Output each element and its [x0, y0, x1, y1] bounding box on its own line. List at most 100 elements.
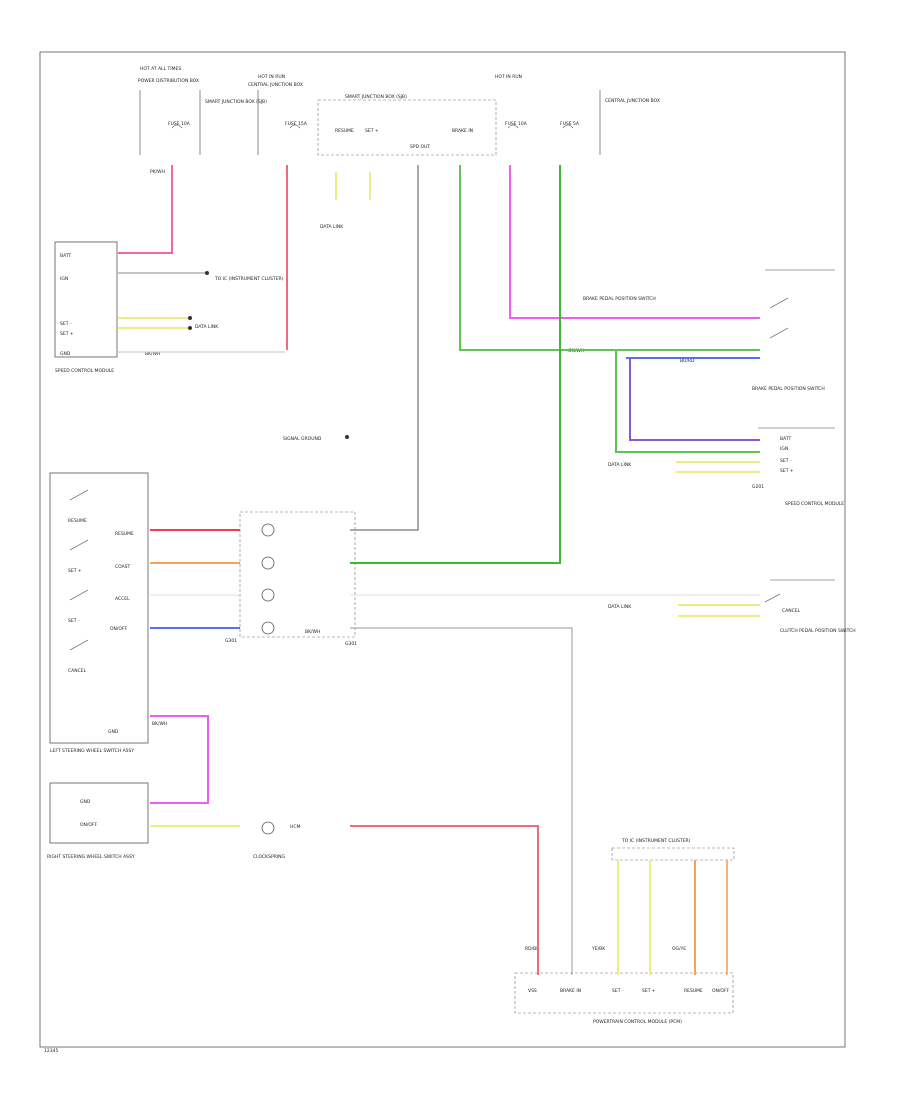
- wires: [118, 165, 760, 975]
- pcm-pin-vss: VSS: [528, 988, 537, 994]
- wire-yellow-sjb-stubs: [335, 172, 371, 200]
- left-fuse-bracket: [139, 90, 201, 155]
- lsw-title: LEFT STEERING WHEEL SWITCH ASSY: [50, 748, 134, 754]
- scm-gnd-label: GND: [60, 351, 71, 357]
- sjb-inner-label: SMART JUNCTION BOX (SJB): [345, 94, 407, 100]
- central-junction-label: CENTRAL JUNCTION BOX: [248, 82, 303, 88]
- lsw-box: [49, 472, 149, 744]
- deact-title: SPEED CONTROL MODULE: [785, 501, 844, 507]
- bps-wire-bu: BU/RD: [680, 358, 695, 364]
- clockspring-contact-4: [261, 621, 275, 635]
- splice-label-top: DATA LINK: [320, 224, 344, 230]
- lsw-pin-coast: COAST: [115, 564, 131, 570]
- pcm-wire-rdbk: RD/BK: [525, 946, 540, 952]
- clockspring-contact-1: [261, 523, 275, 537]
- fuse-r2-label: FUSE 5A: [560, 121, 580, 127]
- mid-fuse-bracket: [257, 90, 601, 155]
- clutch-title: CLUTCH PEDAL POSITION SWITCH: [780, 628, 856, 634]
- splice-dot-a: [188, 316, 192, 320]
- bps-left-label: BRAKE PEDAL POSITION SWITCH: [583, 296, 656, 302]
- brake-in-top-label: BRAKE IN: [452, 128, 473, 134]
- pcm-wire-og: OG/YE: [672, 946, 686, 952]
- fuse-left-symbol: [171, 124, 183, 129]
- clockspring-conn: G301: [345, 641, 357, 647]
- hot-in-run-right-label: HOT IN RUN: [495, 74, 522, 80]
- center-splice-label: SIGNAL GROUND: [283, 436, 322, 442]
- brake-pedal-switch-group: BRAKE PEDAL POSITION SWITCH BRAKE PEDAL …: [568, 269, 835, 392]
- clutch-switch-group: DATA LINK CANCEL CLUTCH PEDAL POSITION S…: [608, 579, 856, 634]
- hot-at-all-times-label: HOT AT ALL TIMES: [140, 66, 181, 72]
- rsw-pin-gnd: GND: [80, 799, 91, 805]
- left-steering-switch-group: RESUME SET + SET - CANCEL RESUME COAST A…: [49, 472, 167, 754]
- sjb-dash-box: [317, 99, 497, 156]
- wire-purple-deact: [629, 358, 760, 441]
- deact-pin1: BATT: [780, 436, 791, 442]
- bps-switch-contacts: [769, 297, 789, 339]
- deact-pin4: SET +: [780, 468, 794, 474]
- wire-red-vss: [350, 825, 539, 975]
- lsw-pin-accel: ACCEL: [115, 596, 130, 602]
- pcm-wire-ye: YE/BK: [591, 946, 606, 952]
- sjb-label: SMART JUNCTION BOX (SJB): [205, 99, 267, 105]
- clockspring-wire: BK/WH: [305, 629, 320, 635]
- splice-dot-c: [205, 271, 209, 275]
- wire-yellow-clutch: [678, 604, 760, 617]
- rsw-pin-onoff: ON/OFF: [80, 822, 98, 828]
- lsw-pin-resume: RESUME: [115, 531, 134, 537]
- wire-yellow-deact: [676, 461, 760, 473]
- lsw-pin-onoff: ON/OFF: [110, 626, 128, 632]
- clockspring-contact-3: [261, 588, 275, 602]
- lsw-set-plus: SET +: [68, 568, 82, 574]
- lsw-pin-gnd: GND: [108, 729, 119, 735]
- scm-batt-label: BATT: [60, 253, 71, 259]
- lsw-switch-contacts: [69, 489, 89, 651]
- scm-set-plus-label: SET +: [60, 331, 74, 337]
- scm-note-label: TO IC (INSTRUMENT CLUSTER): [214, 276, 284, 282]
- fuse-mid-label: FUSE 15A: [285, 121, 308, 127]
- pcm-pin-brake: BRAKE IN: [560, 988, 581, 994]
- clockspring-contact-2: [261, 556, 275, 570]
- center-splice-dot: [345, 435, 349, 439]
- rsw-clockspring-contact: [261, 821, 275, 835]
- wire-label-pk-wh: PK/WH: [150, 169, 165, 175]
- wire-green-brake: [459, 165, 760, 351]
- pcm-top-connector: [611, 847, 735, 861]
- resume-top-label: RESUME: [335, 128, 354, 134]
- wire-green-deact: [615, 350, 760, 453]
- clutch-pin: CANCEL: [782, 608, 801, 614]
- pcm-top-label: TO IC (INSTRUMENT CLUSTER): [621, 838, 691, 844]
- scm-set-minus-label: SET -: [60, 321, 72, 327]
- scm-splice-label: DATA LINK: [195, 324, 219, 330]
- fuse-left-label: FUSE 10A: [168, 121, 191, 127]
- fuse-r1-label: FUSE 10A: [505, 121, 528, 127]
- clockspring-label: G301: [225, 638, 237, 644]
- lsw-resume: RESUME: [68, 518, 87, 524]
- top-middle-fuse-group: HOT IN RUN CENTRAL JUNCTION BOX SMART JU…: [248, 74, 660, 230]
- deact-pin3: SET -: [780, 458, 792, 464]
- wire-green-clockspring: [350, 165, 561, 564]
- pcm-pin-onoff: ON/OFF: [712, 988, 730, 994]
- clockspring-group: G301 BK/WH G301: [225, 511, 357, 647]
- pcm-box: [514, 972, 734, 1014]
- wire-gray-pcm-brake: [350, 627, 573, 975]
- scm-upper-title: SPEED CONTROL MODULE: [55, 368, 114, 374]
- pcm-title: POWERTRAIN CONTROL MODULE (PCM): [593, 1019, 682, 1025]
- lsw-wire-bkwh: BK/WH: [152, 721, 167, 727]
- scm-wire-bkwh: BK/WH: [145, 351, 160, 357]
- spd-out-top-label: SPD OUT: [410, 144, 430, 150]
- clutch-splice-label: DATA LINK: [608, 604, 632, 610]
- wire-pink-batt: [118, 165, 173, 254]
- splice-dot-b: [188, 326, 192, 330]
- bps-right-label: BRAKE PEDAL POSITION SWITCH: [752, 386, 825, 392]
- clutch-switch-contact: [764, 593, 781, 603]
- diagram-frame: [39, 51, 846, 1048]
- wire-magenta-gnd-loop: [150, 715, 209, 804]
- rsw-splice-label: HCM: [290, 824, 301, 830]
- rsw-title: RIGHT STEERING WHEEL SWITCH ASSY: [47, 854, 135, 860]
- footer-code: 12345: [44, 1048, 58, 1054]
- deactivator-switch-group: BATT IGN SET - SET + DATA LINK G201 SPEE…: [608, 427, 844, 507]
- lsw-set-minus: SET -: [68, 618, 80, 624]
- fuse-mid-symbol: [289, 124, 301, 129]
